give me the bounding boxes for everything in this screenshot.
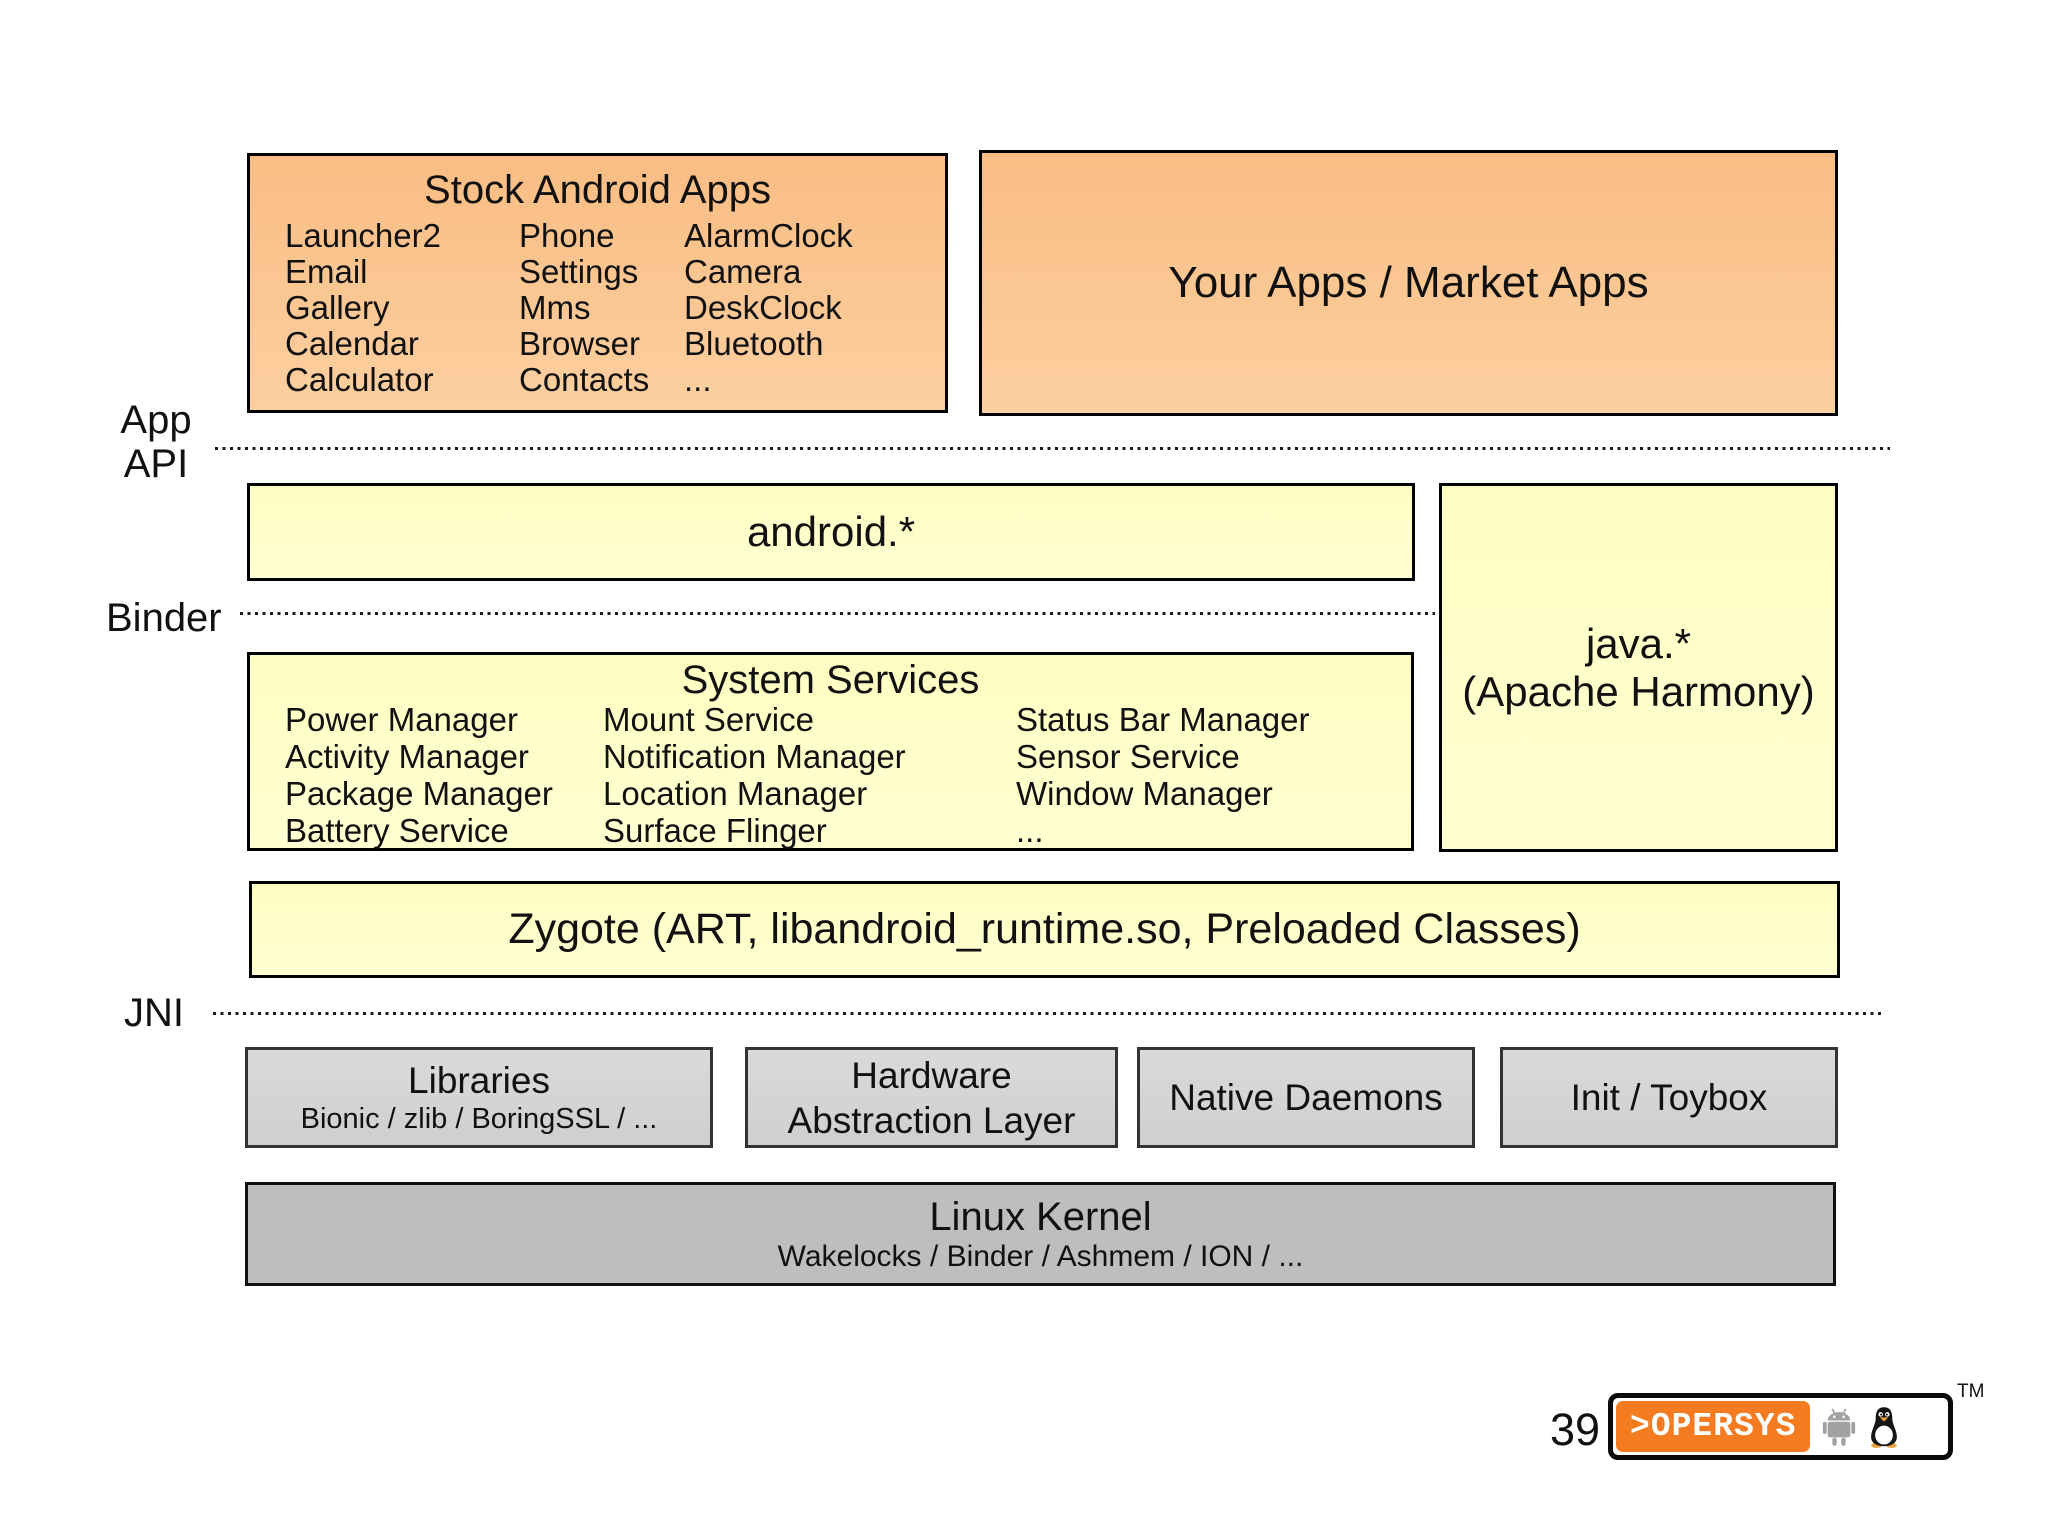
app-item: ... — [684, 361, 712, 398]
init-toybox-box: Init / Toybox — [1500, 1047, 1838, 1148]
page-number: 39 — [1550, 1404, 1601, 1455]
app-item: Email — [285, 253, 368, 290]
service-item: Status Bar Manager — [1016, 701, 1310, 738]
android-star-box: android.* — [247, 483, 1415, 581]
service-item: Notification Manager — [603, 738, 906, 775]
hal-line-2: Abstraction Layer — [787, 1099, 1076, 1141]
binder-separator-line — [240, 612, 1435, 615]
service-item: Activity Manager — [285, 738, 529, 775]
stock-android-apps-box: Stock Android Apps Launcher2 Email Galle… — [247, 153, 948, 413]
app-item: Bluetooth — [684, 325, 824, 362]
app-item: Browser — [519, 325, 641, 362]
service-item: Battery Service — [285, 812, 509, 849]
zygote-box: Zygote (ART, libandroid_runtime.so, Prel… — [249, 881, 1840, 978]
app-api-separator-line — [215, 447, 1890, 450]
system-services-title: System Services — [681, 658, 980, 702]
label-jni: JNI — [124, 991, 184, 1035]
android-star-title: android.* — [746, 508, 916, 555]
stock-android-apps-title: Stock Android Apps — [424, 168, 771, 212]
stock-apps-column-2: Phone Settings Mms Browser Contacts — [519, 218, 649, 398]
label-app-line: App — [120, 398, 192, 442]
system-services-column-2: Mount Service Notification Manager Locat… — [603, 701, 906, 849]
app-item: Calendar — [285, 325, 419, 362]
stock-apps-column-3: AlarmClock Camera DeskClock Bluetooth ..… — [684, 218, 853, 398]
app-item: Calculator — [285, 361, 434, 398]
label-api-line: API — [123, 442, 189, 486]
libraries-title: Libraries — [408, 1059, 550, 1101]
apache-harmony-line: (Apache Harmony) — [1462, 667, 1815, 715]
app-item: Settings — [519, 253, 639, 290]
libraries-subtitle: Bionic / zlib / BoringSSL / ... — [300, 1102, 658, 1135]
service-item: Package Manager — [285, 775, 553, 812]
app-item: Contacts — [519, 361, 650, 398]
system-services-column-3: Status Bar Manager Sensor Service Window… — [1016, 701, 1310, 849]
init-toybox-title: Init / Toybox — [1570, 1076, 1768, 1118]
hal-box: Hardware Abstraction Layer — [745, 1047, 1118, 1148]
opersys-logo: >OPERSYS — [1608, 1393, 1953, 1460]
opersys-logo-text: >OPERSYS — [1630, 1408, 1797, 1445]
stock-apps-column-1: Launcher2 Email Gallery Calendar Calcula… — [285, 218, 441, 398]
label-binder: Binder — [106, 596, 222, 640]
tux-icon — [1866, 1405, 1902, 1449]
java-star-line: java.* — [1585, 619, 1692, 667]
system-services-box: System Services Power Manager Activity M… — [247, 652, 1414, 851]
app-item: AlarmClock — [684, 217, 853, 254]
app-item: Camera — [684, 253, 802, 290]
opersys-logo-orange-panel: >OPERSYS — [1616, 1401, 1811, 1452]
service-item: Window Manager — [1016, 775, 1273, 812]
java-apache-harmony-box: java.* (Apache Harmony) — [1439, 483, 1838, 852]
app-item: Phone — [519, 217, 615, 254]
opersys-logo-icon-panel — [1814, 1401, 1911, 1452]
your-apps-title: Your Apps / Market Apps — [1168, 258, 1649, 307]
zygote-title: Zygote (ART, libandroid_runtime.so, Prel… — [508, 905, 1581, 953]
service-item: Power Manager — [285, 701, 518, 738]
label-app-api: App API — [108, 398, 204, 486]
native-daemons-box: Native Daemons — [1137, 1047, 1475, 1148]
jni-separator-line — [213, 1012, 1885, 1015]
service-item: Location Manager — [603, 775, 868, 812]
hal-line-1: Hardware — [851, 1054, 1012, 1096]
trademark-symbol: TM — [1957, 1381, 1985, 1402]
android-robot-icon — [1822, 1406, 1856, 1448]
app-item: Launcher2 — [285, 217, 441, 254]
linux-kernel-subtitle: Wakelocks / Binder / Ashmem / ION / ... — [777, 1240, 1304, 1273]
service-item: Sensor Service — [1016, 738, 1240, 775]
libraries-box: Libraries Bionic / zlib / BoringSSL / ..… — [245, 1047, 713, 1148]
linux-kernel-title: Linux Kernel — [929, 1195, 1152, 1239]
app-item: Gallery — [285, 289, 390, 326]
native-daemons-title: Native Daemons — [1169, 1076, 1443, 1118]
app-item: DeskClock — [684, 289, 842, 326]
linux-kernel-box: Linux Kernel Wakelocks / Binder / Ashmem… — [245, 1182, 1836, 1286]
system-services-column-1: Power Manager Activity Manager Package M… — [285, 701, 553, 849]
service-item: ... — [1016, 812, 1044, 849]
service-item: Surface Flinger — [603, 812, 827, 849]
service-item: Mount Service — [603, 701, 814, 738]
app-item: Mms — [519, 289, 591, 326]
your-apps-box: Your Apps / Market Apps — [979, 150, 1838, 416]
